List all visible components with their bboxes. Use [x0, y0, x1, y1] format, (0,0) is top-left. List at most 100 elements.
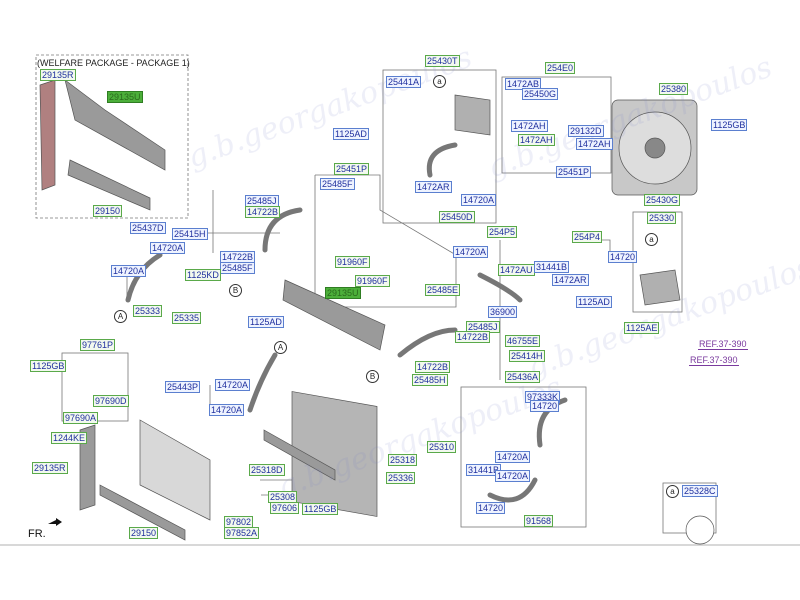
part-label[interactable]: 25330 [647, 212, 677, 224]
callout-a: A [274, 341, 287, 354]
hose-lower [397, 327, 458, 358]
part-label[interactable]: 14720 [608, 251, 638, 263]
part-label[interactable]: 25450D [439, 211, 475, 223]
part-label[interactable]: 14720A [150, 242, 186, 254]
air-guard-lower [282, 279, 386, 351]
part-label[interactable]: 1472AU [498, 264, 535, 276]
part-label[interactable]: 1472AH [518, 134, 555, 146]
cap-icon [685, 515, 715, 545]
part-label[interactable]: 1472AR [552, 274, 589, 286]
part-label[interactable]: 25485H [412, 374, 448, 386]
part-label[interactable]: 97690D [93, 395, 129, 407]
part-label[interactable]: 25318D [249, 464, 285, 476]
part-label[interactable]: 14720A [111, 265, 147, 277]
part-label[interactable]: 14720A [461, 194, 497, 206]
part-label[interactable]: 91960F [335, 256, 370, 268]
part-label[interactable]: 25380 [659, 83, 689, 95]
part-label[interactable]: 25441A [386, 76, 422, 88]
front-arrow-icon [48, 518, 62, 526]
part-label[interactable]: 14720A [215, 379, 251, 391]
part-label[interactable]: 14722B [245, 206, 281, 218]
part-label[interactable]: 29135R [32, 462, 68, 474]
part-label[interactable]: 14720 [476, 502, 506, 514]
part-label[interactable]: 36900 [488, 306, 518, 318]
part-label[interactable]: 1472AR [415, 181, 452, 193]
part-label[interactable]: 1125KD [185, 269, 221, 281]
part-label[interactable]: 29150 [129, 527, 159, 539]
part-label[interactable]: 14720A [209, 404, 245, 416]
expansion-tank [454, 94, 491, 136]
part-label[interactable]: 25333 [133, 305, 163, 317]
part-label[interactable]: 14722B [455, 331, 491, 343]
part-label[interactable]: 254E0 [545, 62, 576, 74]
part-label[interactable]: 1125AD [333, 128, 369, 140]
reservoir-group-box [382, 69, 497, 224]
hose-upper [262, 207, 303, 253]
part-label[interactable]: 97606 [270, 502, 300, 514]
part-label[interactable]: 14720 [530, 400, 560, 412]
part-label[interactable]: 25485F [220, 262, 255, 274]
part-label[interactable]: 254P4 [572, 231, 603, 243]
callout-a-small: a [433, 75, 446, 88]
part-label[interactable]: 25430T [425, 55, 460, 67]
part-label[interactable]: 25436A [505, 371, 541, 383]
part-label[interactable]: 25414H [509, 350, 545, 362]
callout-a-small: a [645, 233, 658, 246]
lower-guard-2 [99, 484, 186, 541]
part-label[interactable]: 25451P [334, 163, 370, 175]
part-label[interactable]: 14720A [495, 470, 531, 482]
part-label[interactable]: 25328C [682, 485, 718, 497]
ref-label[interactable]: REF.37-390 [689, 355, 739, 366]
side-guard [39, 79, 56, 191]
part-label[interactable]: 1125GB [302, 503, 339, 515]
callout-b: B [229, 284, 242, 297]
part-label[interactable]: 29150 [93, 205, 123, 217]
part-label[interactable]: 1125GB [30, 360, 67, 372]
hose-group-c-box [460, 386, 587, 528]
part-label[interactable]: 25450G [522, 88, 559, 100]
part-label[interactable]: 31441B [466, 464, 502, 476]
part-label[interactable]: 25485E [425, 284, 461, 296]
part-label[interactable]: 14720A [495, 451, 531, 463]
part-label[interactable]: 25430G [644, 194, 681, 206]
reservoir-hose [426, 142, 458, 178]
package-title: (WELFARE PACKAGE - PACKAGE 1) [37, 58, 190, 68]
part-label[interactable]: 25335 [172, 312, 202, 324]
part-label[interactable]: 31441B [534, 261, 570, 273]
part-label[interactable]: 1125AD [248, 316, 284, 328]
part-label[interactable]: 25336 [386, 472, 416, 484]
part-label[interactable]: 14720A [453, 246, 489, 258]
part-label[interactable]: 1472AH [511, 120, 548, 132]
part-label[interactable]: 25310 [427, 441, 457, 453]
ref-label[interactable]: REF.37-390 [698, 339, 748, 350]
part-label[interactable]: 25318 [388, 454, 418, 466]
part-label[interactable]: 91960F [355, 275, 390, 287]
part-label-highlighted[interactable]: 29135U [107, 91, 143, 103]
part-label[interactable]: 1244KE [51, 432, 88, 444]
part-label[interactable]: 25443P [165, 381, 201, 393]
part-label[interactable]: 29135R [40, 69, 76, 81]
part-label[interactable]: 1125GB [711, 119, 748, 131]
part-label[interactable]: 25437D [130, 222, 166, 234]
part-label-highlighted[interactable]: 29135U [325, 287, 361, 299]
part-label[interactable]: 1125AE [624, 322, 660, 334]
part-label[interactable]: 46755E [505, 335, 541, 347]
hose-c1 [536, 397, 568, 448]
part-label[interactable]: 25415H [172, 228, 208, 240]
part-label[interactable]: 97761P [80, 339, 116, 351]
part-label[interactable]: 91568 [524, 515, 554, 527]
oil-cooler [263, 429, 336, 481]
part-label[interactable]: 97690A [63, 412, 99, 424]
part-label[interactable]: 25451P [556, 166, 592, 178]
part-label[interactable]: 254P5 [487, 226, 518, 238]
part-label[interactable]: 14722B [415, 361, 451, 373]
part-label[interactable]: 25485F [320, 178, 355, 190]
part-label[interactable]: 1472AH [576, 138, 613, 150]
part-label[interactable]: 29132D [568, 125, 604, 137]
part-label[interactable]: 1125AD [576, 296, 612, 308]
lower-guard [67, 159, 151, 211]
welfare-package-box [35, 54, 189, 219]
part-label[interactable]: 97852A [224, 527, 260, 539]
side-guard-2 [79, 424, 96, 511]
bracket-box [61, 352, 129, 422]
